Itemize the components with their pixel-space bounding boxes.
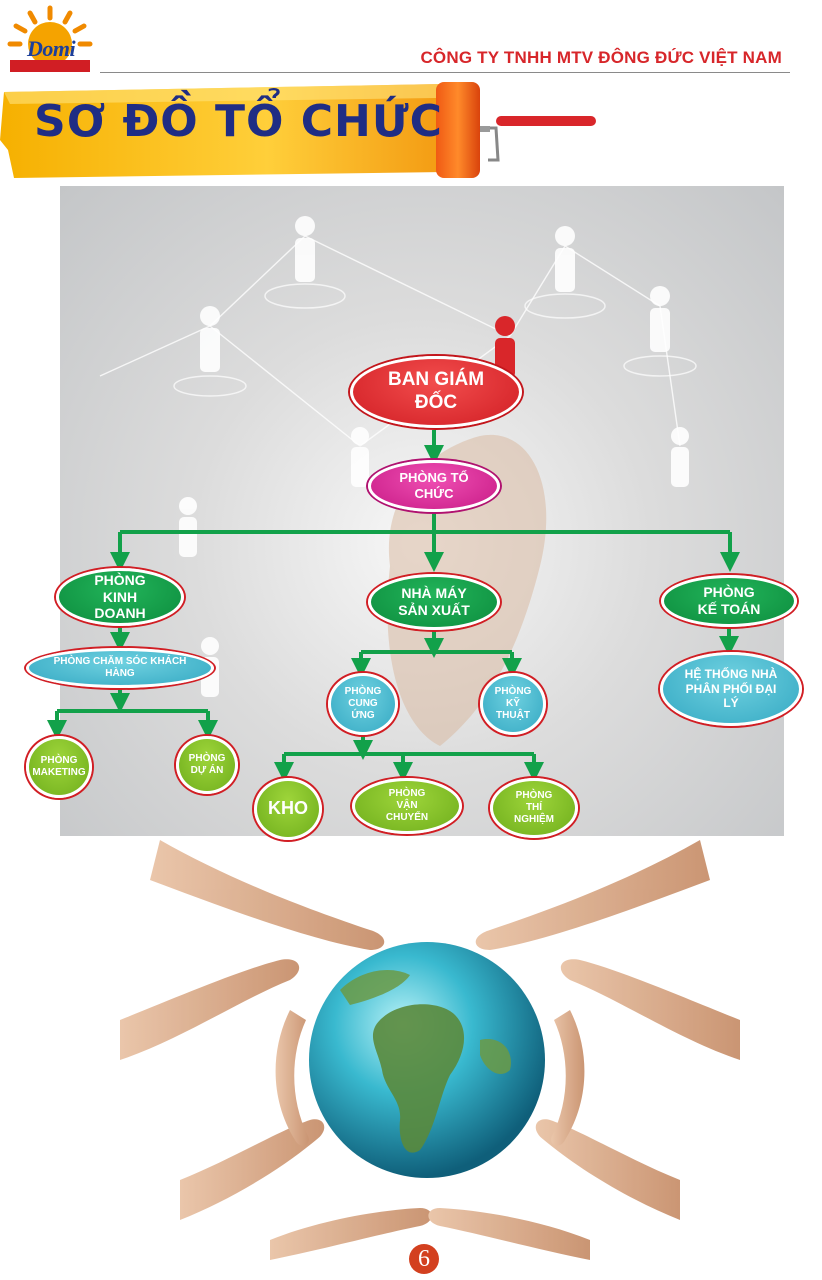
title-banner [0,82,596,178]
node-organization: PHÒNG TỔ CHỨC [368,460,500,512]
node-distribution: HỆ THỐNG NHÀ PHÂN PHỐI ĐẠI LÝ [660,652,802,726]
node-marketing: PHÒNG MAKETING [26,736,92,798]
node-customer-care: PHÒNG CHĂM SÓC KHÁCH HÀNG [26,648,214,688]
node-factory: NHÀ MÁY SẢN XUẤT [368,574,500,630]
node-projects: PHÒNG DỰ ÁN [176,736,238,794]
header-divider [100,72,790,73]
node-technical: PHÒNG KỸ THUẬT [480,673,546,735]
node-accounting: PHÒNG KẾ TOÁN [661,575,797,627]
logo [4,4,96,76]
node-transport: PHÒNG VẬN CHUYỂN [352,778,462,834]
node-board: BAN GIÁM ĐỐC [350,356,522,428]
node-supply: PHÒNG CUNG ỨNG [328,673,398,735]
hands-globe-illustration [120,840,740,1260]
logo-text: Domi [26,36,76,61]
page-title: SƠ ĐỒ TỔ CHỨC [34,96,443,147]
node-sales: PHÒNG KINH DOANH [56,568,184,626]
company-name: CÔNG TY TNHH MTV ĐÔNG ĐỨC VIỆT NAM [420,48,782,67]
page-number: 6 [409,1244,439,1274]
node-testing: PHÒNG THÍ NGHIỆM [490,778,578,838]
node-warehouse: KHO [254,778,322,840]
